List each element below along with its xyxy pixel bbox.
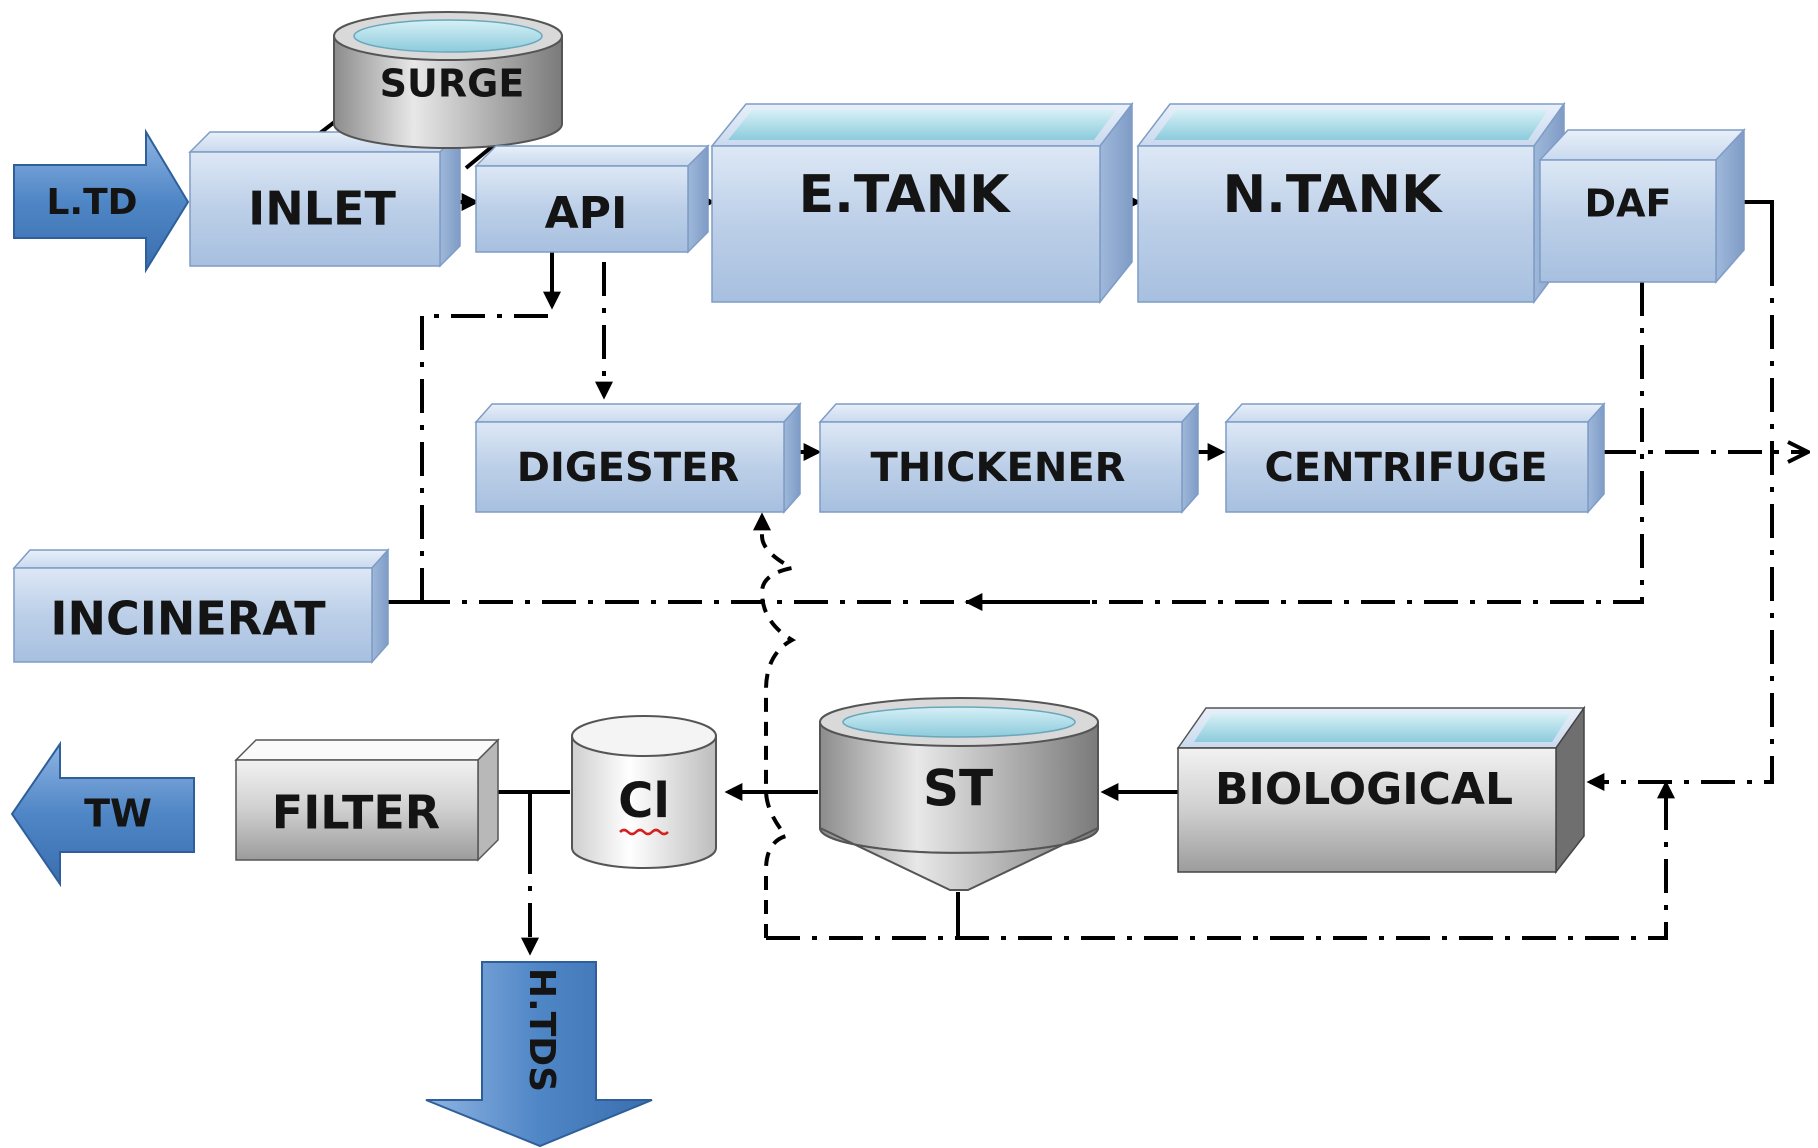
api-box: API	[474, 144, 710, 254]
st-label: ST	[923, 760, 993, 818]
digester-box: DIGESTER	[474, 402, 802, 514]
ntank-label: N.TANK	[1223, 165, 1443, 225]
flow-waste-sludge-digester	[753, 512, 798, 938]
surge-tank: SURGE	[333, 11, 563, 149]
htds-label: H.TDS	[521, 968, 562, 1092]
daf-box: DAF	[1538, 128, 1746, 284]
cl-label: Cl	[618, 773, 670, 829]
inlet-label: INLET	[248, 182, 396, 236]
incinerat-box: INCINERAT	[12, 548, 390, 664]
centrifuge-box: CENTRIFUGE	[1224, 402, 1606, 514]
st-clarifier: ST	[818, 697, 1100, 891]
htds-output-arrow: H.TDS	[425, 961, 653, 1148]
digester-label: DIGESTER	[517, 445, 739, 491]
spellcheck-underline	[619, 828, 669, 836]
flow-daf-incinerator	[430, 282, 1644, 604]
tw-label: TW	[84, 792, 152, 836]
centrifuge-label: CENTRIFUGE	[1264, 445, 1547, 491]
filter-box: FILTER	[234, 738, 500, 862]
biological-box: BIOLOGICAL	[1176, 705, 1586, 875]
biological-label: BIOLOGICAL	[1215, 764, 1513, 815]
thickener-label: THICKENER	[871, 445, 1126, 491]
filter-label: FILTER	[272, 786, 440, 840]
daf-label: DAF	[1585, 182, 1672, 226]
thickener-box: THICKENER	[818, 402, 1200, 514]
ltd-input-arrow: L.TD	[13, 128, 190, 274]
flow-daf-biological	[1586, 252, 1774, 791]
surge-label: SURGE	[380, 62, 525, 106]
etank-label: E.TANK	[799, 165, 1011, 225]
incinerat-label: INCINERAT	[50, 592, 326, 646]
ntank-box: N.TANK	[1136, 101, 1566, 305]
tw-output-arrow: TW	[10, 740, 195, 888]
api-label: API	[545, 188, 628, 239]
flow-api-incinerator	[420, 314, 548, 602]
cl-tank: Cl	[571, 715, 717, 869]
flow-recycle-biological	[766, 780, 1675, 940]
etank-box: E.TANK	[710, 101, 1134, 305]
ltd-label: L.TD	[46, 182, 137, 223]
inlet-box: INLET	[188, 130, 462, 268]
